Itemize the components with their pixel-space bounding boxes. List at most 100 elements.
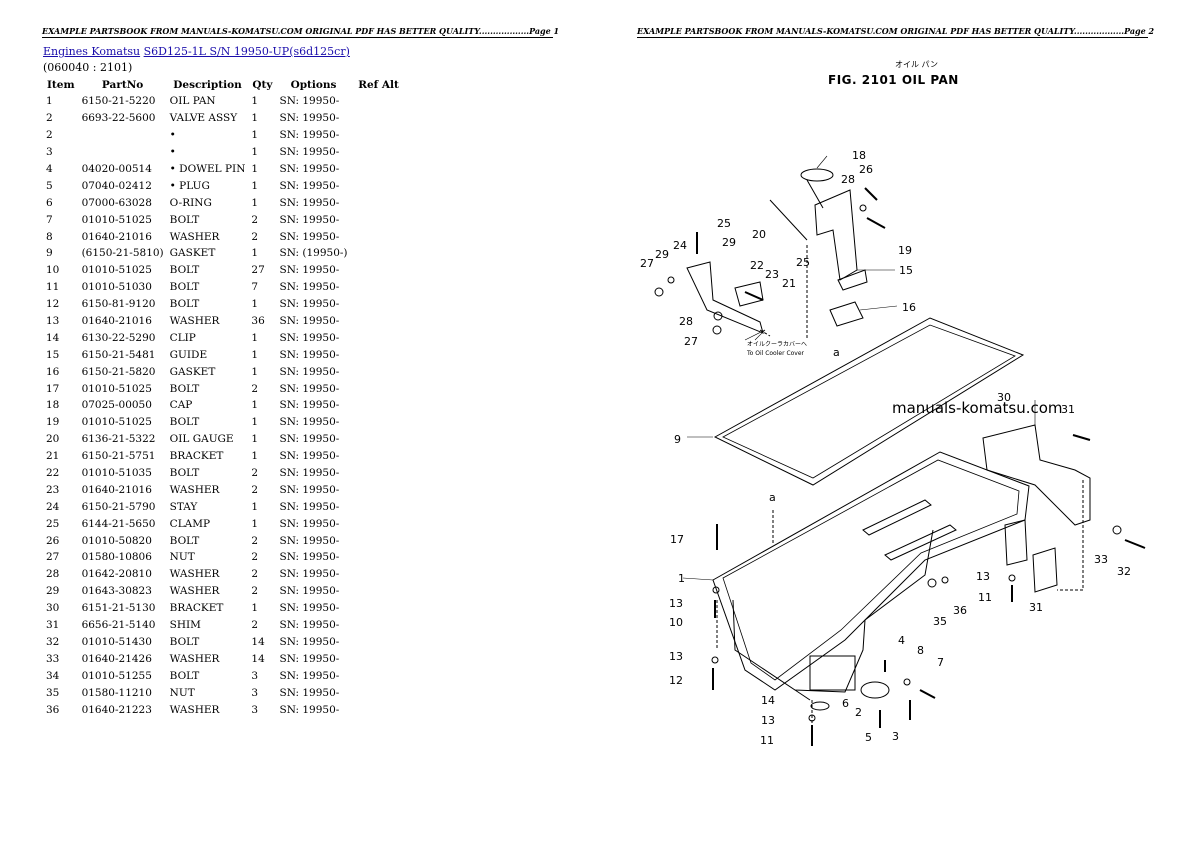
cell-opt: SN: 19950-: [279, 146, 340, 159]
cell-qty: 1: [251, 331, 259, 344]
cell-opt: SN: 19950-: [279, 298, 340, 311]
page-header: EXAMPLE PARTSBOOK FROM MANUALS-KOMATSU.C…: [637, 26, 1155, 36]
callout-18: 18: [852, 149, 866, 162]
cell-part: 6693-22-5600: [81, 112, 156, 125]
cell-opt: SN: 19950-: [279, 652, 340, 665]
cell-ref-alt: [351, 617, 407, 634]
callout-11b: 11: [978, 591, 992, 604]
cell-opt: SN: 19950-: [279, 703, 340, 716]
cell-opt: SN: 19950-: [279, 534, 340, 547]
cell-opt: SN: 19950-: [279, 551, 340, 564]
cell-ref-alt: [351, 600, 407, 617]
cell-desc: • DOWEL PIN: [169, 163, 246, 175]
cell-opt: SN: 19950-: [279, 382, 340, 395]
assembly-line-31: [1057, 480, 1084, 591]
cell-qty: 3: [251, 703, 259, 716]
cell-part: 01640-21016: [81, 230, 152, 243]
header-divider: [637, 37, 1148, 38]
cell-desc: WASHER: [169, 652, 220, 665]
cell-qty: 2: [251, 585, 259, 598]
cell-qty: 2: [251, 483, 259, 496]
cell-desc: WASHER: [169, 483, 220, 496]
gauge-guide-flange: [837, 269, 868, 291]
cell-desc: BOLT: [169, 534, 200, 547]
cell-desc: BOLT: [169, 298, 200, 311]
cell-part: 01010-51255: [81, 669, 152, 682]
cell-item: 30: [46, 602, 60, 615]
column-header-partno: PartNo: [101, 78, 144, 91]
cell-ref-alt: [351, 194, 407, 211]
cell-item: 24: [46, 500, 60, 513]
cell-qty: 1: [251, 298, 259, 311]
callout-27a: 27: [640, 257, 654, 270]
callout-27b: 27: [684, 335, 698, 348]
callout-19: 19: [898, 244, 912, 257]
washer-33: [1112, 525, 1122, 535]
callout-10: 10: [669, 616, 683, 629]
cell-part: 6150-21-5820: [81, 365, 156, 378]
cell-part: [79, 127, 167, 144]
cell-opt: SN: 19950-: [279, 585, 340, 598]
cell-ref-alt: [351, 414, 407, 431]
cell-item: 19: [46, 416, 60, 429]
cell-item: 16: [46, 365, 60, 378]
column-header-qty: Qty: [252, 78, 273, 91]
cell-qty: 1: [251, 163, 259, 175]
oring-14: [810, 701, 830, 711]
cell-opt: SN: 19950-: [279, 129, 340, 142]
cell-ref-alt: [351, 667, 407, 684]
bolt-26: [864, 187, 878, 201]
breadcrumb-link-engines[interactable]: Engines Komatsu: [43, 45, 141, 58]
bolt-32: [1124, 539, 1146, 549]
column-header-item: Item: [47, 78, 75, 91]
cell-opt: SN: 19950-: [279, 315, 340, 328]
cell-item: 28: [46, 568, 60, 581]
callout-32: 32: [1117, 565, 1131, 578]
callout-36: 36: [953, 604, 967, 617]
cell-opt: SN: 19950-: [279, 365, 340, 378]
cell-item: 21: [46, 450, 60, 463]
cell-ref-alt: [351, 515, 407, 532]
cell-part: 01010-51430: [81, 635, 152, 648]
cell-part: 6150-21-5790: [81, 500, 156, 513]
cell-part: 6656-21-5140: [81, 619, 156, 632]
cell-part: 6150-21-5751: [81, 450, 156, 463]
cell-item: 35: [46, 686, 60, 699]
assembly-line-note: [759, 329, 771, 337]
cell-desc: •: [169, 146, 176, 159]
leader-note: [744, 329, 766, 341]
bracket-30: [982, 424, 1091, 526]
cell-part: 01580-10806: [81, 551, 152, 564]
shim-31: [1032, 547, 1058, 593]
cell-item: 33: [46, 652, 60, 665]
cell-item: 2: [46, 129, 53, 142]
cell-qty: 1: [251, 247, 259, 260]
gasket-inner: [722, 324, 1016, 479]
gasket-16: [829, 301, 864, 327]
cell-qty: 2: [251, 568, 259, 581]
cell-opt: SN: 19950-: [279, 281, 340, 294]
cell-opt: SN: 19950-: [279, 568, 340, 581]
cell-opt: SN: 19950-: [279, 686, 340, 699]
leader-1: [682, 577, 714, 581]
breadcrumb-link-model[interactable]: S6D125-1L S/N 19950-UP(s6d125cr): [143, 45, 350, 58]
table-header-row: Item PartNo Description Qty Options Ref …: [43, 76, 407, 93]
breadcrumb: Engines Komatsu S6D125-1L S/N 19950-UP(s…: [43, 45, 350, 58]
nut-35: [927, 578, 937, 588]
cell-ref-alt: [351, 481, 407, 498]
cell-item: 5: [46, 179, 53, 192]
cell-part: 6130-22-5290: [81, 331, 156, 344]
cell-part: 07040-02412: [81, 179, 152, 192]
